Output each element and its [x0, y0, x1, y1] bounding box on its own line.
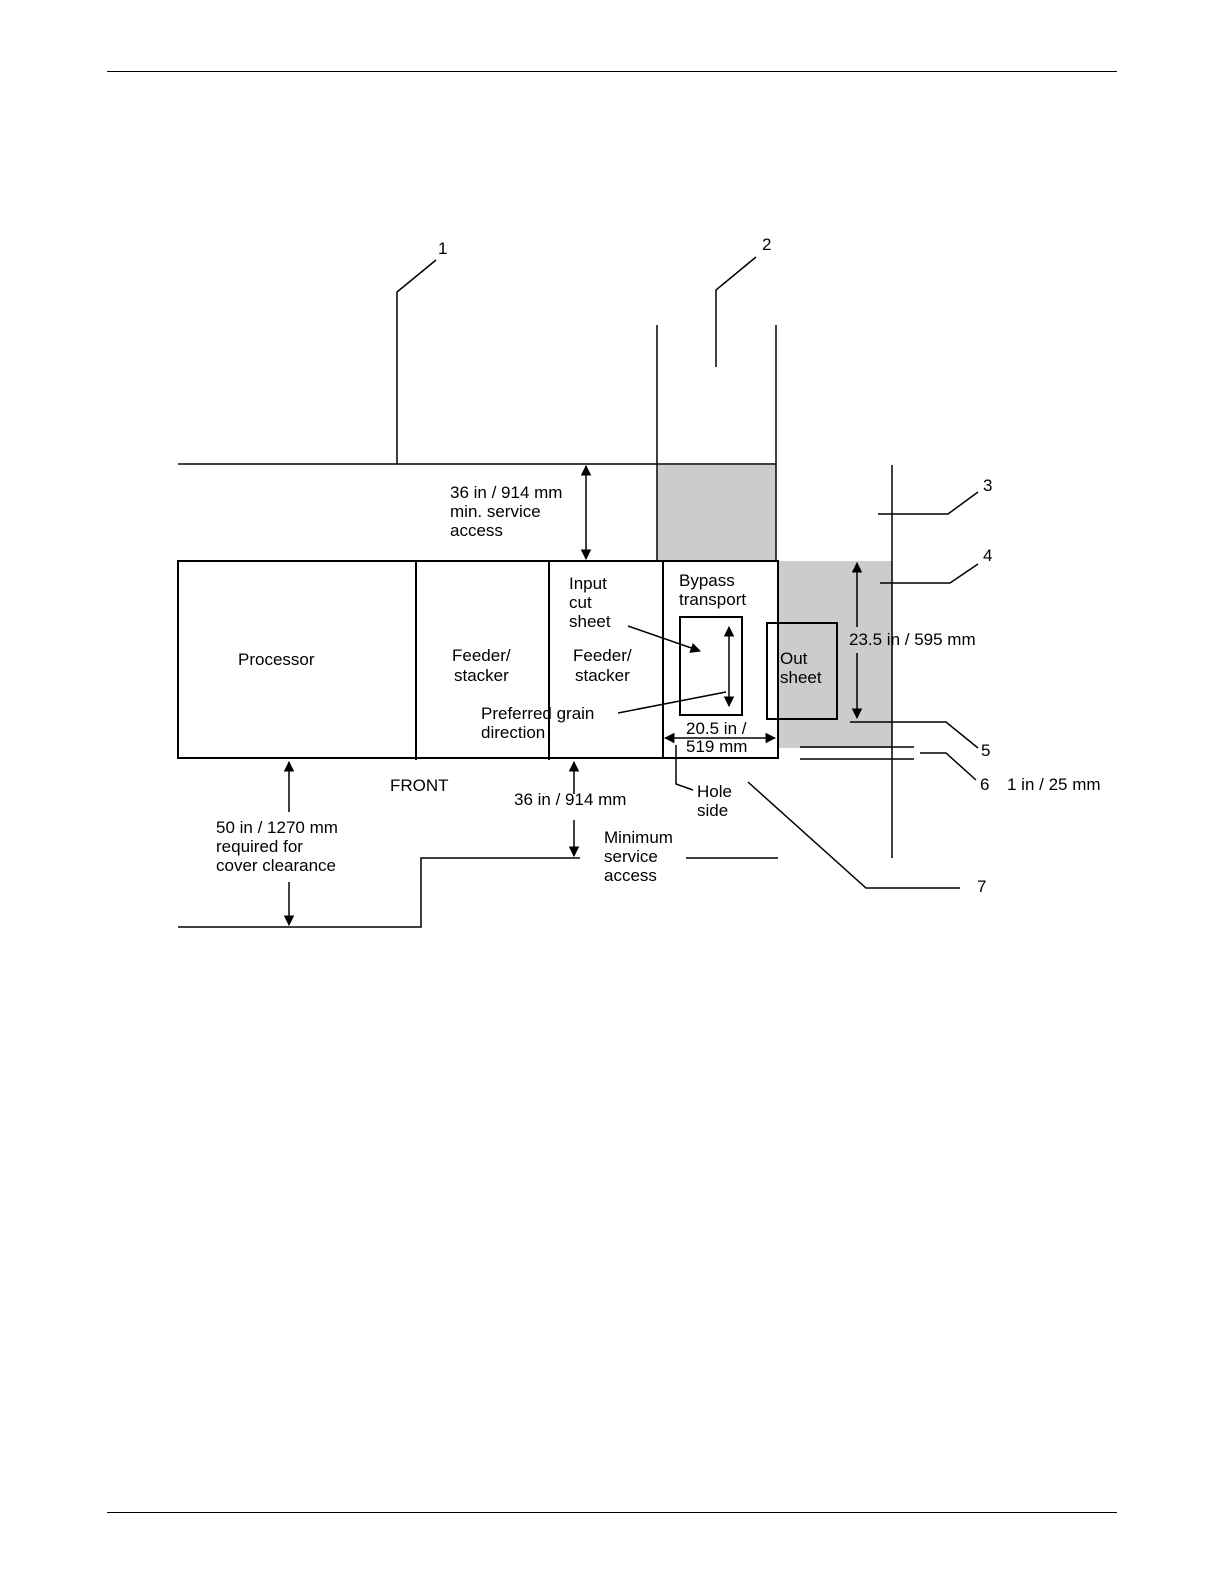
grain-label-line2: direction: [481, 723, 545, 742]
callout-4-leader: [880, 563, 979, 584]
header-rule: [107, 71, 1117, 72]
feeder-1-label-line2: stacker: [454, 666, 509, 685]
rear-access-line2: min. service: [450, 502, 541, 521]
callout-3-leader: [878, 491, 979, 515]
callout-6-leader: [920, 752, 977, 781]
front-label: FRONT: [390, 776, 449, 795]
callout-4: 4: [983, 546, 992, 565]
out-sheet-shaded-area: [778, 561, 892, 748]
callout-7: 7: [977, 877, 986, 896]
feeder-2-label-line2: stacker: [575, 666, 630, 685]
bypass-width-line2: 519 mm: [686, 737, 747, 756]
hole-side-leader: [675, 745, 694, 791]
feeder-2-label-line1: Feeder/: [573, 646, 632, 665]
callout-3: 3: [983, 476, 992, 495]
input-cut-sheet-line3: sheet: [569, 612, 611, 631]
input-sheet-leader: [627, 625, 701, 653]
out-sheet-line1: Out: [780, 649, 808, 668]
grain-leader: [617, 691, 727, 714]
input-cut-sheet-box: [679, 616, 743, 716]
bypass-width-line1: 20.5 in /: [686, 719, 747, 738]
front-access-label: 36 in / 914 mm: [514, 790, 626, 809]
hole-side-line1: Hole: [697, 782, 732, 801]
callout-1-leader: [396, 259, 437, 464]
processor-label: Processor: [238, 650, 315, 669]
machine-outline: [177, 560, 779, 759]
footer-rule: [107, 1512, 1117, 1513]
callout-5: 5: [981, 741, 990, 760]
feeder-1-label-line1: Feeder/: [452, 646, 511, 665]
cover-clearance-line1: 50 in / 1270 mm: [216, 818, 338, 837]
out-sheet-box: [766, 622, 838, 720]
min-service-line2: service: [604, 847, 658, 866]
rear-access-line1: 36 in / 914 mm: [450, 483, 562, 502]
bypass-transport-line2: transport: [679, 590, 746, 609]
input-cut-sheet-line1: Input: [569, 574, 607, 593]
min-service-line3: access: [604, 866, 657, 885]
bypass-transport-line1: Bypass: [679, 571, 735, 590]
cover-clearance-line2: required for: [216, 837, 303, 856]
callout-5-leader: [850, 721, 979, 749]
callout-7-leader: [747, 781, 960, 889]
callout-2-leader: [715, 256, 757, 367]
callout-1: 1: [438, 239, 447, 258]
cover-clearance-line3: cover clearance: [216, 856, 336, 875]
out-depth-label: 23.5 in / 595 mm: [849, 630, 976, 649]
gap-label: 1 in / 25 mm: [1007, 775, 1101, 794]
min-service-line1: Minimum: [604, 828, 673, 847]
callout-6: 6: [980, 775, 989, 794]
hole-side-line2: side: [697, 801, 728, 820]
rear-access-line3: access: [450, 521, 503, 540]
input-cut-sheet-line2: cut: [569, 593, 592, 612]
front-boundary-line: [178, 857, 580, 928]
out-sheet-line2: sheet: [780, 668, 822, 687]
rear-bypass-shaded-area: [658, 465, 776, 561]
callout-2: 2: [762, 235, 771, 254]
grain-label-line1: Preferred grain: [481, 704, 594, 723]
